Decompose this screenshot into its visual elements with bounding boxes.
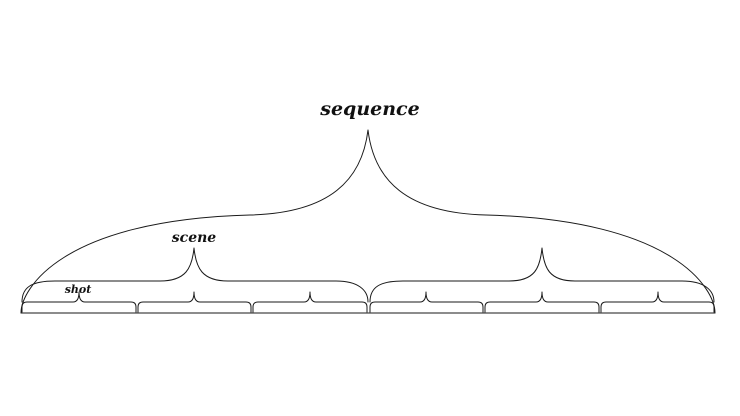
shot-brace (484, 291, 600, 313)
scene-brace-2 (369, 247, 715, 303)
shot-brace (600, 291, 715, 313)
scene-label: scene (172, 230, 216, 246)
shot-brace (21, 291, 137, 313)
shot-brace (369, 291, 484, 313)
shot-label: shot (65, 283, 92, 296)
sequence-brace (20, 129, 716, 314)
shot-braces (21, 291, 715, 313)
sequence-label: sequence (319, 98, 419, 120)
shot-brace (252, 291, 368, 313)
shot-brace (137, 291, 252, 313)
scene-brace-1 (21, 247, 369, 303)
